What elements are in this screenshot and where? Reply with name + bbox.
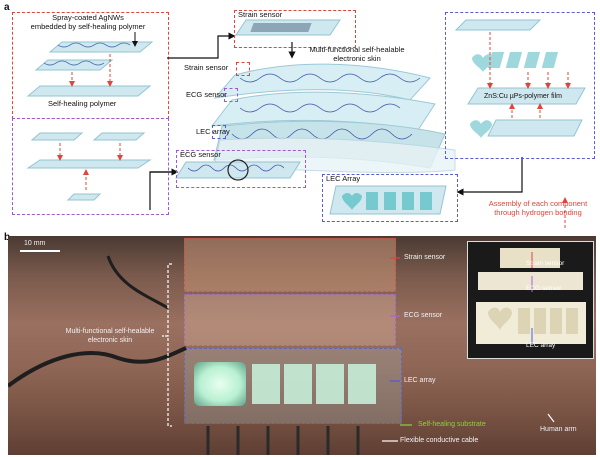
inset-photo: Strain sensor ECG sensor LEC array bbox=[467, 241, 594, 359]
scale-bar bbox=[20, 250, 60, 252]
photo-strain-layer bbox=[184, 238, 396, 292]
inset-lec-label: LEC array bbox=[526, 342, 556, 349]
assembly-label-1: Assembly of each component bbox=[488, 199, 588, 208]
assembly-label-2: through hydrogen bonding bbox=[494, 208, 582, 217]
spray-label-1: Spray-coated AgNWs bbox=[52, 13, 124, 22]
photo-strain-label: Strain sensor bbox=[404, 254, 446, 261]
photo-cables bbox=[8, 255, 555, 455]
panel-b-letter: b bbox=[4, 232, 10, 243]
skin-ecg-marker bbox=[224, 88, 238, 102]
photo-ecg-label: ECG sensor bbox=[404, 312, 443, 319]
ecg-sensor-box bbox=[176, 150, 306, 188]
inset-ecg-layer bbox=[478, 272, 583, 290]
photo-substrate-label: Self-healing substrate bbox=[418, 421, 486, 428]
skin-layers bbox=[210, 63, 456, 174]
inset-strain-label: Strain sensor bbox=[526, 260, 565, 267]
inset-ecg-label: ECG sensor bbox=[526, 285, 562, 292]
strain-sensor-title: Strain sensor bbox=[238, 10, 283, 19]
photo-lec-bar-3 bbox=[316, 364, 344, 404]
skin-title-1: Multi-functional self-healable bbox=[309, 45, 405, 54]
photo-arm-label: Human arm bbox=[540, 426, 577, 433]
lec-array-box bbox=[322, 174, 458, 222]
zns-film-label: ZnS:Cu µPs-polymer film bbox=[484, 93, 562, 100]
skin-strain-label: Strain sensor bbox=[184, 63, 229, 72]
agnw-sheet-middle bbox=[34, 59, 114, 71]
photo-ecg-layer bbox=[184, 294, 396, 346]
photo-lec-bar-2 bbox=[284, 364, 312, 404]
panel-a-letter: a bbox=[4, 2, 10, 13]
photo-lec-bar-1 bbox=[252, 364, 280, 404]
skin-strain-marker bbox=[236, 62, 250, 76]
photo-lec-bar-4 bbox=[348, 364, 376, 404]
lec-assembly-box bbox=[445, 12, 595, 159]
polymer-assembly-box bbox=[12, 118, 169, 215]
agnw-sheet-top bbox=[48, 41, 154, 53]
skin-lec-marker bbox=[212, 125, 226, 139]
polymer-sheet bbox=[26, 85, 152, 97]
lec-array-title: LEC Array bbox=[326, 174, 361, 183]
skin-ecg-label: ECG sensor bbox=[186, 90, 227, 99]
inset-strain-layer bbox=[500, 248, 560, 268]
photo-skin-label-1: Multi-functional self-healable bbox=[65, 328, 155, 335]
spray-label-2: embedded by self-healing polymer bbox=[30, 22, 146, 31]
photo-cable-label: Flexible conductive cable bbox=[400, 437, 479, 444]
panel-a-drawing bbox=[26, 19, 586, 228]
self-healing-polymer-label: Self-healing polymer bbox=[48, 99, 117, 108]
photo-lec-label: LEC array bbox=[404, 377, 436, 384]
strain-sensor-box bbox=[234, 10, 356, 48]
ecg-sensor-title: ECG sensor bbox=[180, 150, 221, 159]
photo-skin-label-2: electronic skin bbox=[87, 337, 133, 344]
photo-lec-heart bbox=[194, 362, 246, 406]
device-photo: 10 mm Strain sensor ECG sensor LEC array… bbox=[8, 236, 596, 455]
scale-bar-label: 10 mm bbox=[24, 240, 46, 247]
skin-title-2: electronic skin bbox=[333, 54, 381, 63]
inset-details bbox=[488, 252, 578, 344]
